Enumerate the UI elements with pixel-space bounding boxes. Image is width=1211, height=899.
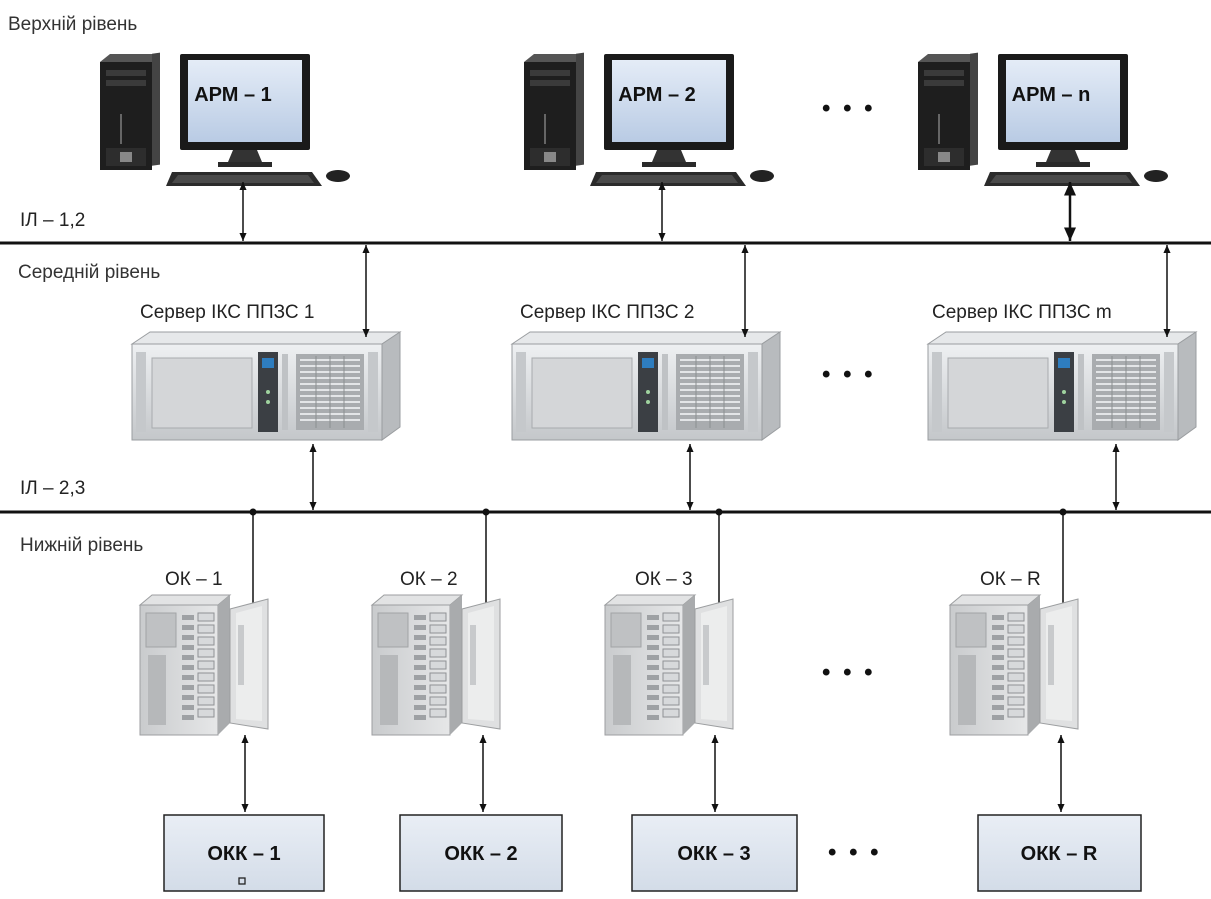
controller-1 xyxy=(139,594,269,736)
server-m-label: Сервер ІКС ППЗС m xyxy=(932,302,1112,323)
control-object-1-label: ОКК – 1 xyxy=(207,843,280,865)
controller-r xyxy=(949,594,1079,736)
workstation-2: АРМ – 2 xyxy=(524,52,774,186)
junction-dot-1 xyxy=(249,508,257,516)
workstation-n-label: АРМ – n xyxy=(1012,84,1091,106)
controller-2 xyxy=(371,594,501,736)
level-label-middle: Середній рівень xyxy=(18,262,160,283)
control-object-r-label: ОКК – R xyxy=(1021,843,1098,865)
level-label-bottom: Нижній рівень xyxy=(20,535,143,556)
level-label-top: Верхній рівень xyxy=(8,14,137,35)
workstation-n: АРМ – n xyxy=(918,52,1168,186)
junction-dot-4 xyxy=(1059,508,1067,516)
controller-2-label: ОК – 2 xyxy=(400,569,458,590)
server-2-label: Сервер ІКС ППЗС 2 xyxy=(520,302,694,323)
control-object-2: ОКК – 2 xyxy=(399,814,563,892)
control-object-r: ОКК – R xyxy=(977,814,1142,892)
server-1-label: Сервер ІКС ППЗС 1 xyxy=(140,302,314,323)
workstation-1-label: АРМ – 1 xyxy=(194,84,272,106)
controller-3-label: ОК – 3 xyxy=(635,569,693,590)
server-1 xyxy=(131,331,401,441)
controller-r-label: ОК – R xyxy=(980,569,1041,590)
server-m xyxy=(927,331,1197,441)
control-object-3: ОКК – 3 xyxy=(631,814,798,892)
junction-dot-3 xyxy=(715,508,723,516)
control-object-3-label: ОКК – 3 xyxy=(677,843,750,865)
control-object-1: ОКК – 1 xyxy=(163,814,325,892)
junction-dot-2 xyxy=(482,508,490,516)
bus-label-2: ІЛ – 2,3 xyxy=(20,478,85,499)
workstation-1: АРМ – 1 xyxy=(100,52,350,186)
server-2 xyxy=(511,331,781,441)
controller-1-label: ОК – 1 xyxy=(165,569,223,590)
bus-label-1: ІЛ – 1,2 xyxy=(20,210,85,231)
ellipsis-servers: • • • xyxy=(822,361,876,388)
small-square-marker xyxy=(238,877,246,885)
controller-3 xyxy=(604,594,734,736)
control-object-2-label: ОКК – 2 xyxy=(444,843,517,865)
controller-drop-lines xyxy=(252,512,1064,612)
ellipsis-control-objects: • • • xyxy=(828,839,882,866)
ellipsis-workstations: • • • xyxy=(822,95,876,122)
ellipsis-controllers: • • • xyxy=(822,659,876,686)
workstation-2-label: АРМ – 2 xyxy=(618,84,696,106)
